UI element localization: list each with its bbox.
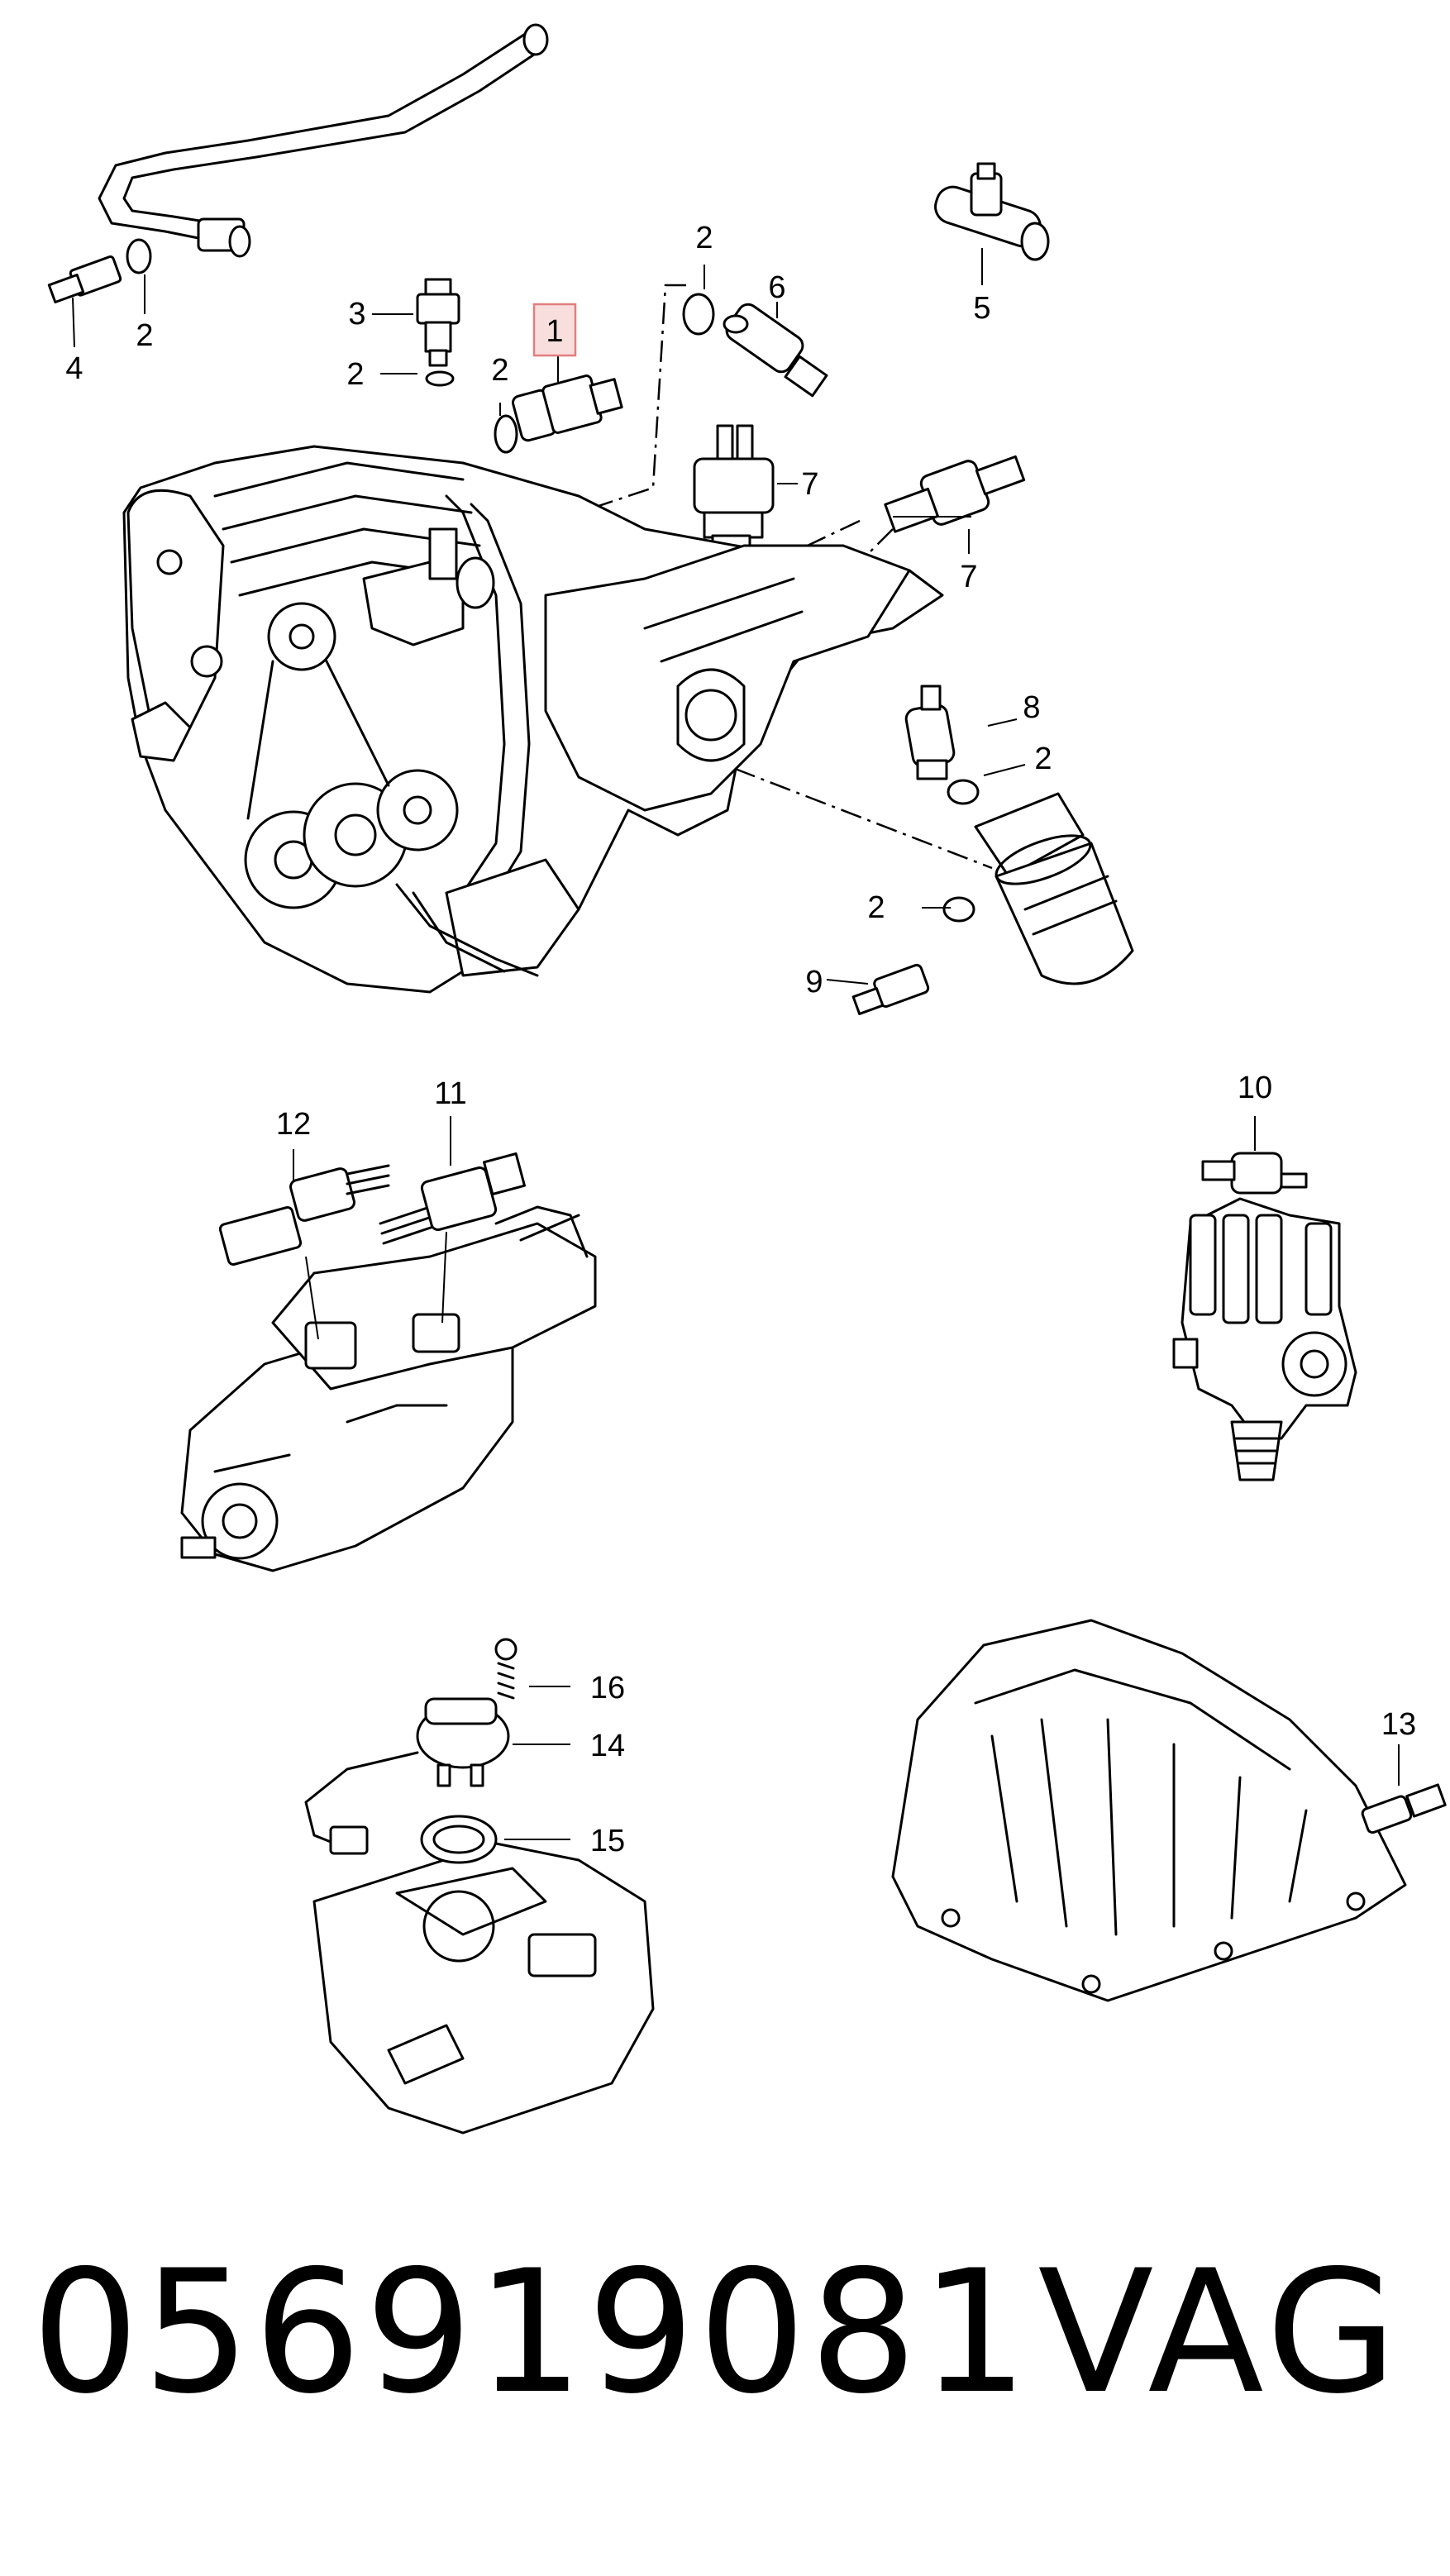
callout-7: 7	[801, 467, 818, 502]
screw-16	[494, 1638, 518, 1700]
oil-filter-assembly	[974, 792, 1134, 985]
solenoid-valve-12	[218, 1164, 390, 1266]
callout-1: 1	[546, 314, 563, 349]
t-piece-5	[934, 162, 1050, 261]
oil-pressure-switch-8	[904, 685, 956, 780]
parts-exploded-diagram: 1 2 2 2 2 2 2 3 4 5 6 7 7 8 9 10 11 12 1…	[47, 23, 1447, 2135]
brand-name: VAG	[1037, 2235, 1402, 2431]
callout-8: 8	[1023, 690, 1040, 725]
callout-2: 2	[491, 353, 508, 388]
callout-2: 2	[346, 357, 364, 392]
callout-9: 9	[805, 965, 823, 999]
highlight-box	[532, 303, 577, 357]
hall-sender-10	[1201, 1152, 1308, 1195]
fuel-level-sender-14	[304, 1697, 510, 1855]
callout-10: 10	[1238, 1071, 1272, 1105]
callout-15: 15	[590, 1824, 625, 1858]
temperature-sensor-1	[512, 374, 623, 442]
injection-pump	[180, 1205, 597, 1572]
callout-2: 2	[867, 890, 885, 925]
solenoid-valve-11	[379, 1152, 526, 1245]
sensor-6	[723, 303, 828, 398]
callout-13: 13	[1381, 1707, 1416, 1742]
temperature-sender-7b	[884, 455, 1026, 533]
callout-16: 16	[590, 1671, 625, 1705]
transmission-housing	[891, 1619, 1407, 2002]
callout-3: 3	[348, 297, 365, 332]
callout-2: 2	[1034, 742, 1052, 776]
callout-11: 11	[434, 1076, 466, 1111]
pressure-switch-3	[416, 278, 460, 367]
callout-12: 12	[276, 1107, 311, 1142]
temperature-sender-4	[47, 238, 152, 303]
callout-2: 2	[136, 318, 153, 353]
callout-4: 4	[65, 351, 83, 386]
callout-14: 14	[590, 1729, 625, 1763]
speed-sender-13	[1361, 1783, 1447, 1834]
callout-7: 7	[960, 560, 977, 594]
fuel-tank	[312, 1842, 655, 2135]
ignition-distributor	[1172, 1197, 1357, 1481]
coolant-pipe	[98, 23, 549, 258]
engine-assembly	[122, 445, 944, 994]
callout-5: 5	[973, 291, 990, 326]
seal-ring-15	[420, 1815, 498, 1864]
oil-temp-sender-9	[851, 963, 930, 1015]
callout-2: 2	[695, 221, 713, 255]
part-number: 056919081	[31, 2235, 1032, 2431]
callout-6: 6	[768, 270, 785, 305]
